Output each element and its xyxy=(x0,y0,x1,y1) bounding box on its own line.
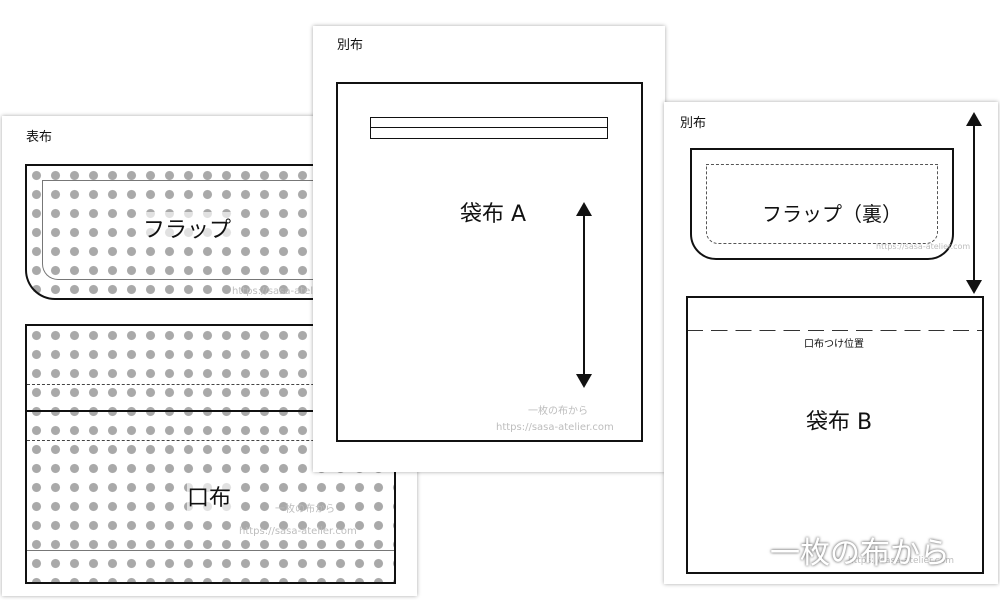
placement-label: 口布つけ位置 xyxy=(804,339,864,350)
bag-b-watermark-url: https://sasa-atelier.com xyxy=(848,556,954,566)
sheet-label: 表布 xyxy=(26,130,53,145)
strap-piece xyxy=(370,117,608,139)
bag-piece-a: 袋布 A 一枚の布から https://sasa-atelier.com xyxy=(336,82,643,442)
brand-watermark: 一枚の布から xyxy=(770,536,950,571)
bag-b-label: 袋布 B xyxy=(806,410,873,435)
mouth-watermark-url: https://sasa-atelier.com xyxy=(239,526,357,537)
sheet-lining-b: 別布 フラップ（裏） https://sasa-atelier.com 口布つけ… xyxy=(664,102,998,584)
bag-a-label: 袋布 A xyxy=(460,202,527,227)
sheet-label: 別布 xyxy=(337,38,364,53)
flap-back-piece: フラップ（裏） https://sasa-atelier.com xyxy=(690,148,970,260)
flap-watermark: https://sasa-atelier.com xyxy=(232,286,350,297)
bag-piece-b: 口布つけ位置 袋布 B https://sasa-atelier.com xyxy=(686,296,984,574)
bag-a-watermark-jp: 一枚の布から xyxy=(528,406,588,417)
bottom-line xyxy=(27,550,394,551)
seam-line xyxy=(27,410,394,412)
flap-label: フラップ xyxy=(143,212,232,244)
bag-a-watermark-url: https://sasa-atelier.com xyxy=(496,422,614,433)
mouth-label: 口布 xyxy=(187,480,232,512)
mouth-watermark-jp: 一枚の布から xyxy=(275,504,335,515)
flap-back-label: フラップ（裏） xyxy=(762,202,902,226)
sheet-label: 別布 xyxy=(680,116,707,131)
fold-line-2 xyxy=(27,440,394,441)
flap-back-watermark: https://sasa-atelier.com xyxy=(876,242,971,251)
flap-seam-line xyxy=(42,180,423,280)
grain-arrow xyxy=(576,202,592,388)
fold-line-1 xyxy=(27,384,394,385)
placement-line xyxy=(688,330,982,331)
flap-back-seam xyxy=(706,164,938,244)
grain-arrow xyxy=(966,112,982,294)
sheet-lining-a: 別布 袋布 A 一枚の布から https://sasa-atelier.com xyxy=(313,26,665,472)
